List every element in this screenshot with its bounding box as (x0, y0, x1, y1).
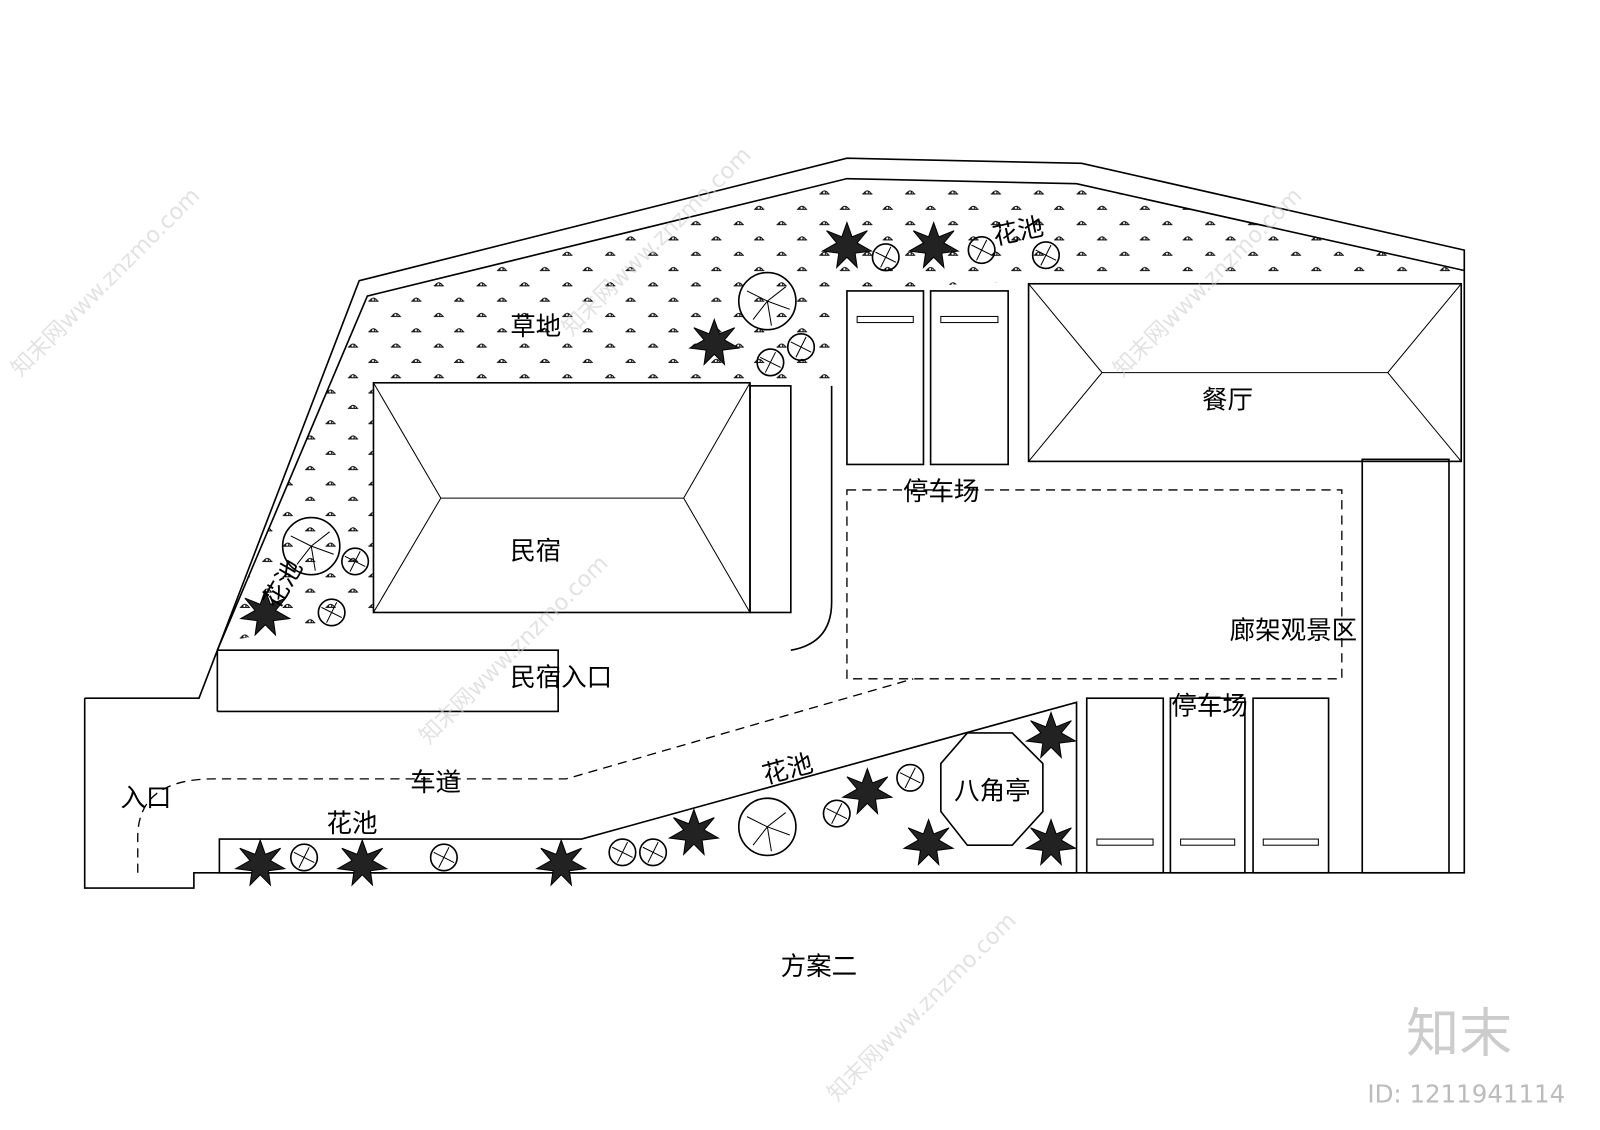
watermark-logo: 知末 (1406, 1002, 1512, 1064)
svg-text:知末网www.znzmo.com: 知末网www.znzmo.com (6, 183, 205, 382)
label-parking-north: 停车场 (903, 477, 980, 507)
watermark-id: ID: 1211941114 (1367, 1079, 1565, 1108)
guesthouse-building (372, 381, 751, 614)
plan-labels: 草地 民宿 花池 花池 花池 花池 停车场 停车场 餐厅 廊架观景区 民宿入口 … (120, 212, 1357, 982)
pergola (1361, 458, 1450, 874)
label-octagonal-pavilion: 八角亭 (954, 776, 1031, 806)
label-flower-bed-middle: 花池 (759, 749, 816, 791)
grass-area-north (219, 178, 1465, 644)
octagonal-pavilion (940, 732, 1044, 847)
label-guesthouse: 民宿 (510, 536, 561, 566)
parking-spaces-north (846, 290, 1009, 466)
label-entrance: 入口 (120, 783, 171, 813)
restaurant-building (1027, 282, 1463, 463)
label-restaurant: 餐厅 (1202, 385, 1253, 415)
flower-bed-south (218, 701, 1078, 874)
label-parking-south: 停车场 (1171, 692, 1248, 722)
label-grass: 草地 (510, 312, 561, 342)
label-flower-bed-south: 花池 (327, 809, 378, 839)
label-driveway: 车道 (410, 768, 461, 798)
label-guesthouse-entrance: 民宿入口 (510, 663, 612, 693)
plan-title: 方案二 (781, 952, 858, 982)
label-pergola-view-area: 廊架观景区 (1230, 616, 1357, 646)
parking-spaces-south (1085, 697, 1330, 874)
parking-area-dashed (846, 489, 1343, 680)
driveway-line (137, 678, 914, 873)
guesthouse-stairs (749, 385, 792, 614)
svg-text:知末网www.znzmo.com: 知末网www.znzmo.com (823, 908, 1022, 1107)
